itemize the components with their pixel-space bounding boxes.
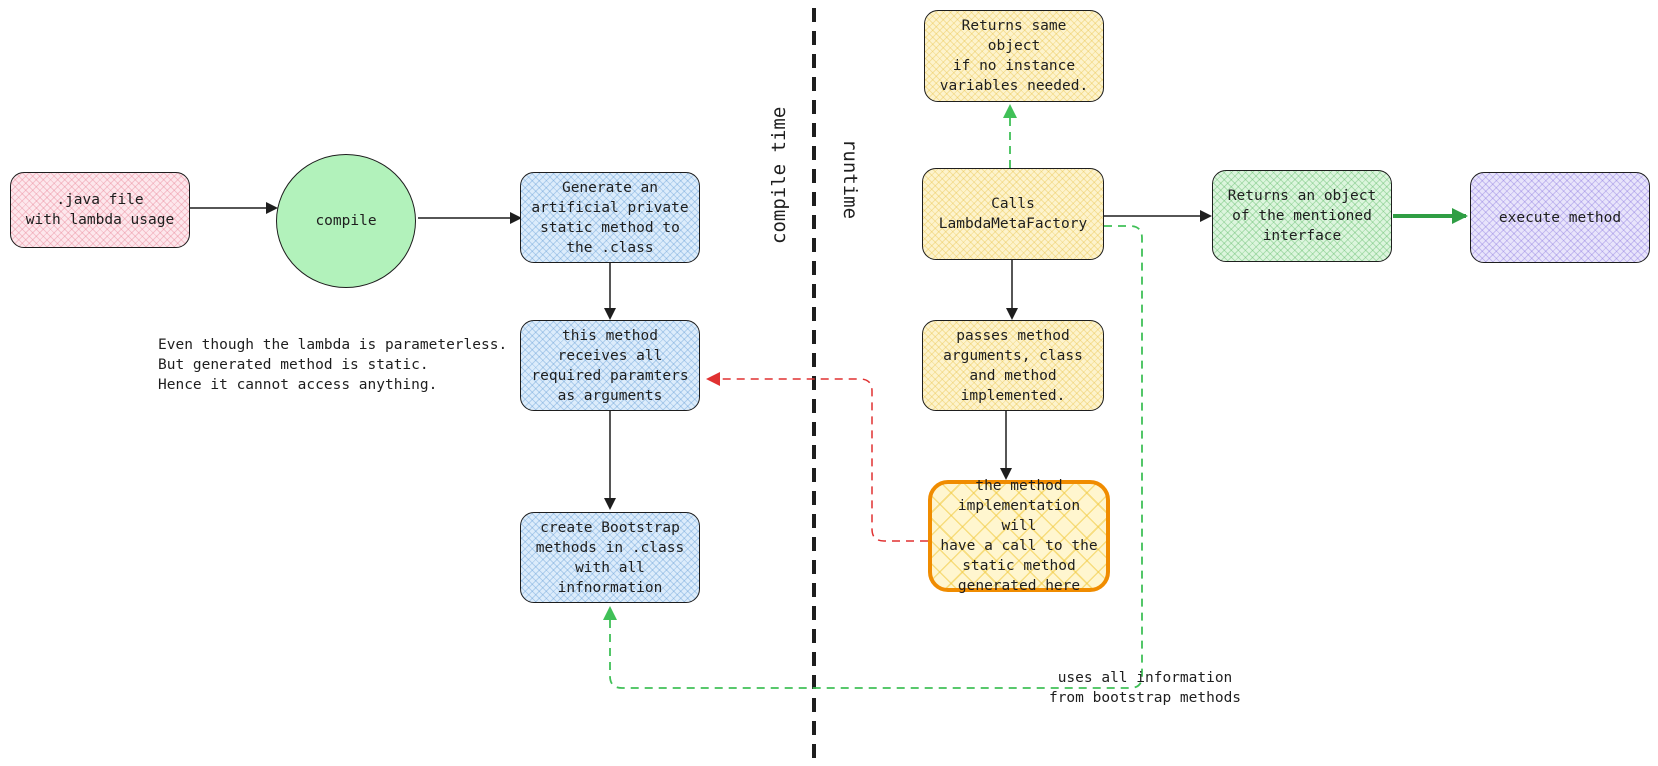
method-impl-text: the method implementation will have a ca… [940, 478, 1098, 594]
bootstrap-text: create Bootstrap methods in .class with … [535, 519, 685, 596]
compile-text: compile [315, 213, 377, 229]
bootstrap-node: create Bootstrap methods in .class with … [520, 512, 700, 603]
compile-node: compile [276, 154, 416, 288]
receives-params-node: this method receives all required paramt… [520, 320, 700, 411]
runtime-label: runtime [839, 138, 861, 220]
java-file-node: .java file with lambda usage [10, 172, 190, 248]
java-file-text: .java file with lambda usage [25, 192, 175, 228]
returns-same-node: Returns same object if no instance varia… [924, 10, 1104, 102]
bootstrap-usage-annotation: uses all information from bootstrap meth… [1048, 670, 1242, 706]
execute-node: execute method [1470, 172, 1650, 263]
execute-text: execute method [1498, 209, 1622, 226]
arrow-impl-to-receives [706, 372, 928, 542]
generate-method-text: Generate an artificial private static me… [531, 179, 689, 256]
returns-object-node: Returns an object of the mentioned inter… [1212, 170, 1392, 262]
returns-same-text: Returns same object if no instance varia… [939, 18, 1089, 94]
arrow-calls-to-bootstrap [603, 225, 1143, 689]
static-note-annotation: Even though the lambda is parameterless.… [158, 337, 508, 393]
returns-object-text: Returns an object of the mentioned inter… [1227, 188, 1377, 244]
calls-factory-text: Calls LambdaMetaFactory [938, 196, 1088, 232]
receives-params-text: this method receives all required paramt… [531, 327, 689, 404]
passes-args-node: passes method arguments, class and metho… [922, 320, 1104, 411]
method-impl-node: the method implementation will have a ca… [928, 478, 1110, 594]
generate-method-node: Generate an artificial private static me… [520, 172, 700, 263]
compile-time-label: compile time [768, 106, 790, 244]
calls-factory-node: Calls LambdaMetaFactory [922, 168, 1104, 260]
passes-args-text: passes method arguments, class and metho… [943, 327, 1083, 404]
